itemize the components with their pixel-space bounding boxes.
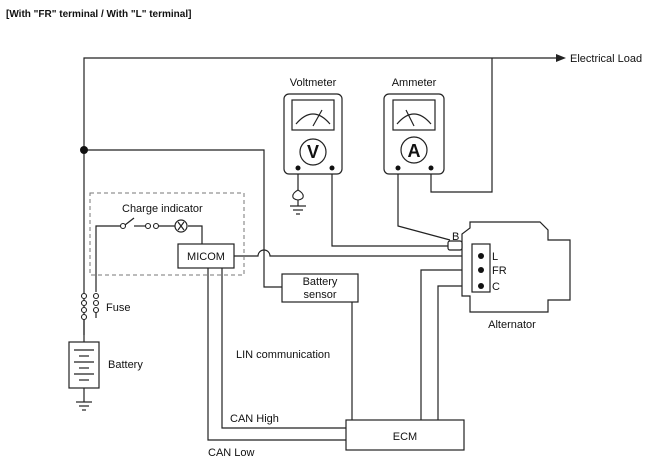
battery-label: Battery bbox=[108, 359, 143, 371]
diagram-header: [With "FR" terminal / With "L" terminal] bbox=[6, 9, 191, 20]
terminal-c-label: C bbox=[492, 281, 500, 293]
ammeter-label: Ammeter bbox=[392, 77, 437, 89]
junction-dot bbox=[80, 146, 88, 154]
ecm-box bbox=[345, 419, 465, 451]
lin-communication-label: LIN communication bbox=[236, 349, 330, 361]
ammeter-icon bbox=[383, 93, 445, 175]
voltmeter-symbol: V bbox=[307, 142, 319, 162]
ammeter-symbol: A bbox=[408, 141, 421, 161]
can-high-label: CAN High bbox=[230, 413, 279, 425]
alternator-label: Alternator bbox=[488, 319, 536, 331]
fuse-label: Fuse bbox=[106, 302, 130, 314]
charge-indicator-lamp-icon bbox=[174, 219, 188, 233]
battery-sensor-label-2: sensor bbox=[303, 289, 336, 301]
charge-indicator-switch bbox=[119, 217, 160, 230]
micom-box bbox=[177, 243, 235, 269]
fuse-icon bbox=[80, 292, 100, 321]
voltmeter-icon bbox=[283, 93, 343, 175]
battery-icon bbox=[68, 341, 100, 389]
battery-sensor-box bbox=[281, 273, 359, 303]
voltmeter-label: Voltmeter bbox=[290, 77, 337, 89]
electrical-load-arrow bbox=[556, 54, 566, 62]
electrical-load-label: Electrical Load bbox=[570, 53, 642, 65]
alternator-icon bbox=[447, 221, 571, 313]
can-low-label: CAN Low bbox=[208, 447, 255, 459]
ground-probe-icon bbox=[292, 189, 304, 201]
ecm-label: ECM bbox=[393, 431, 417, 443]
terminal-b-label: B bbox=[452, 231, 459, 243]
instrument-cluster-box bbox=[89, 192, 245, 276]
terminal-fr-label: FR bbox=[492, 265, 507, 277]
charge-indicator-label: Charge indicator bbox=[122, 203, 203, 215]
micom-label: MICOM bbox=[187, 251, 225, 263]
battery-sensor-label-1: Battery bbox=[303, 276, 338, 288]
terminal-l-label: L bbox=[492, 251, 498, 263]
